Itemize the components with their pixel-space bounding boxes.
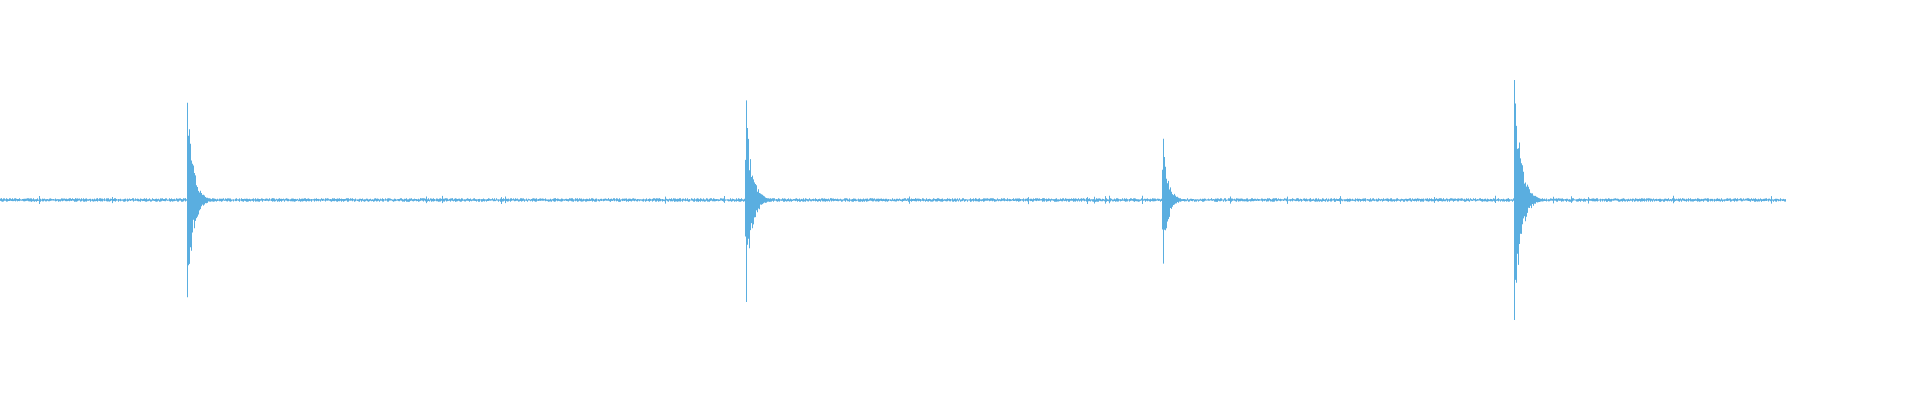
waveform-trace <box>0 103 1786 293</box>
waveform-samples <box>0 80 1786 320</box>
